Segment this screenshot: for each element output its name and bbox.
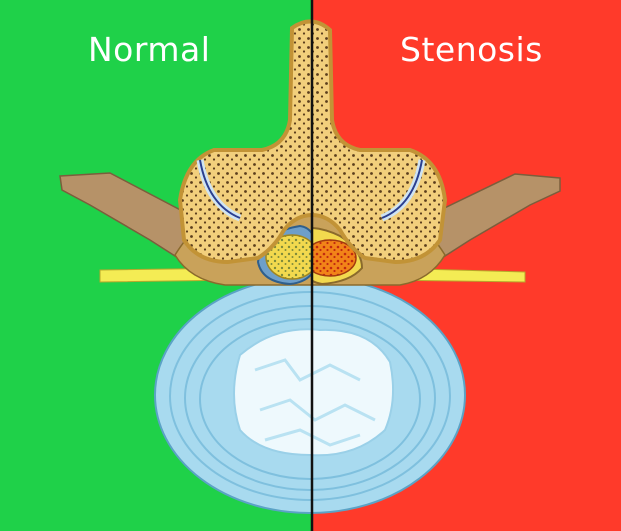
- compressed-spinal-cord: [312, 239, 357, 277]
- intervertebral-disc: [154, 276, 466, 514]
- stenosis-label: Stenosis: [400, 30, 543, 69]
- normal-spinal-cord: [265, 234, 312, 280]
- normal-label: Normal: [88, 30, 211, 69]
- nucleus-pulposus: [233, 328, 394, 457]
